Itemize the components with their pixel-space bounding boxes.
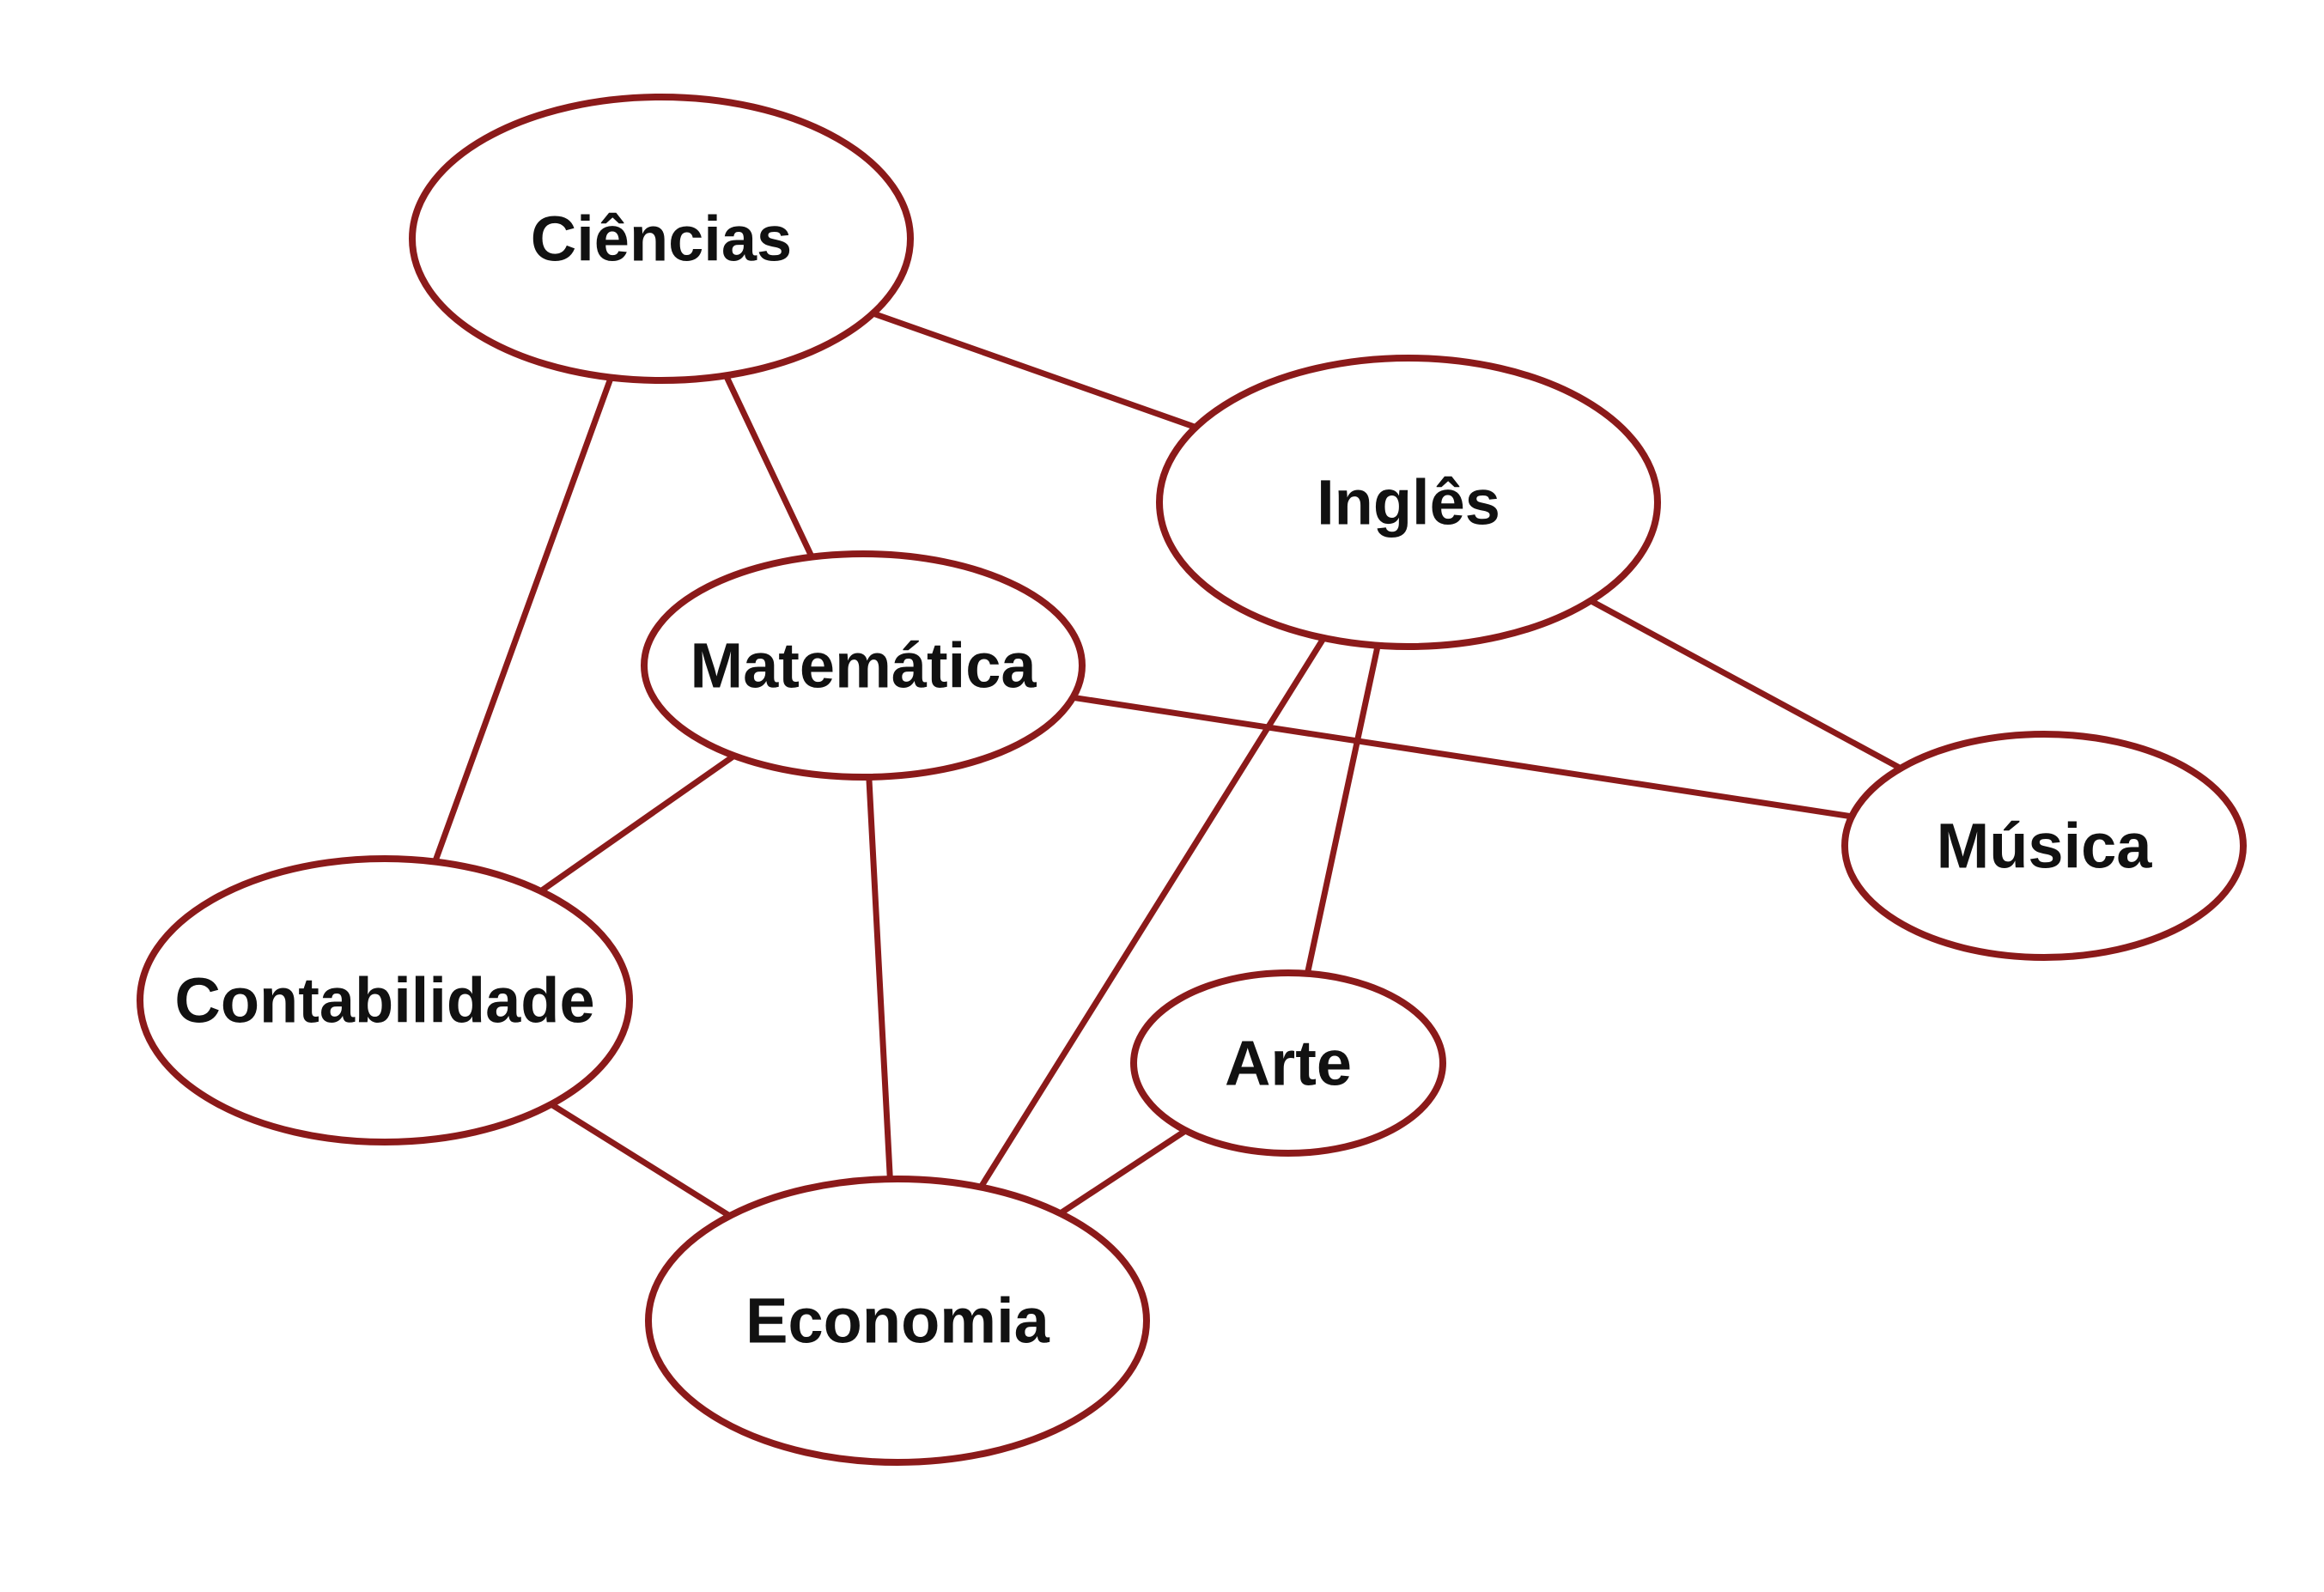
- node-label-contabilidade: Contabilidade: [174, 965, 594, 1036]
- node-label-musica: Música: [1937, 811, 2153, 882]
- node-label-ingles: Inglês: [1317, 467, 1500, 538]
- node-contabilidade: Contabilidade: [137, 855, 633, 1145]
- node-label-economia: Economia: [745, 1285, 1049, 1357]
- node-ellipse-economia: [645, 1176, 1150, 1466]
- node-arte: Arte: [1130, 969, 1446, 1157]
- node-ellipse-contabilidade: [137, 855, 633, 1145]
- node-label-ciencias: Ciências: [531, 204, 792, 275]
- node-matematica: Matemática: [641, 550, 1086, 781]
- nodes-layer: CiênciasInglêsMatemáticaMúsicaContabilid…: [137, 94, 2247, 1466]
- node-economia: Economia: [645, 1176, 1150, 1466]
- node-ingles: Inglês: [1156, 355, 1661, 650]
- node-label-arte: Arte: [1225, 1028, 1352, 1099]
- node-label-matematica: Matemática: [690, 630, 1037, 702]
- node-ellipse-matematica: [641, 550, 1086, 781]
- node-ellipse-musica: [1841, 731, 2247, 961]
- node-ellipse-ingles: [1156, 355, 1661, 650]
- node-ellipse-ciencias: [409, 94, 914, 384]
- node-ellipse-arte: [1130, 969, 1446, 1157]
- node-ciencias: Ciências: [409, 94, 914, 384]
- node-musica: Música: [1841, 731, 2247, 961]
